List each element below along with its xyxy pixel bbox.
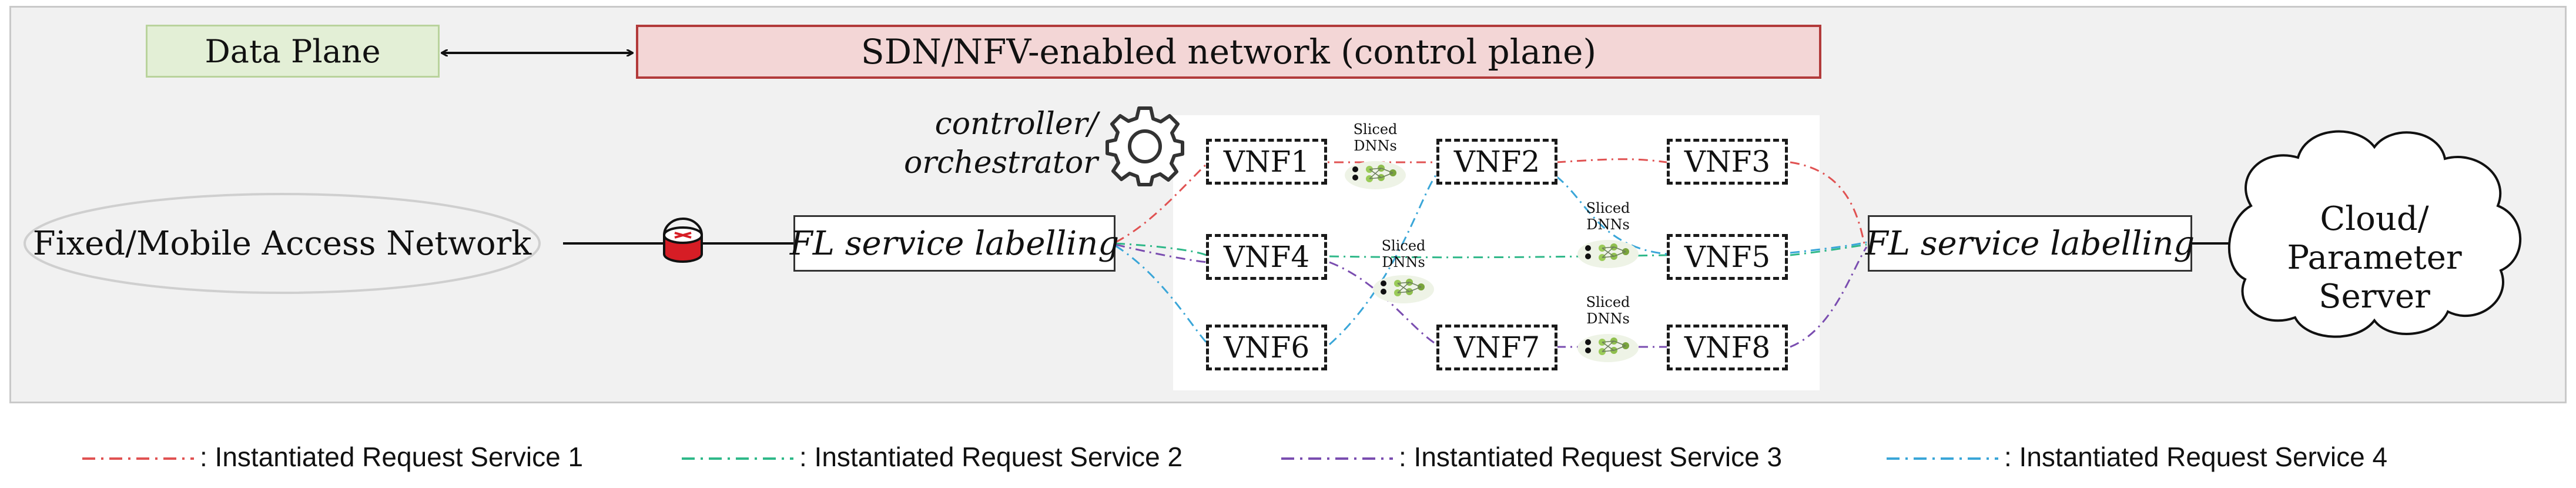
service-4-path bbox=[1115, 245, 1210, 346]
control-plane-label: SDN/NFV-enabled network (control plane) bbox=[860, 32, 1597, 72]
vnf-box-5: VNF5 bbox=[1667, 234, 1788, 280]
fl-labelling-left: FL service labelling bbox=[790, 215, 1119, 272]
service-2-path bbox=[1790, 243, 1867, 256]
sliced-dnn-line2: DNNs bbox=[1586, 310, 1630, 327]
router-icon bbox=[663, 218, 703, 263]
controller-label-line1: controller/ bbox=[934, 106, 1098, 142]
sliced-dnn-line2: DNNs bbox=[1586, 216, 1630, 233]
service-2-path bbox=[1115, 242, 1210, 258]
access-network-ellipse bbox=[24, 193, 541, 294]
fl-labelling-right: FL service labelling bbox=[1865, 215, 2195, 272]
sliced-dnn-label: Sliced DNNs bbox=[1340, 121, 1411, 154]
service-3-path bbox=[1115, 243, 1209, 263]
service-4-path bbox=[1328, 171, 1440, 346]
legend-item-service-3: : Instantiated Request Service 3 bbox=[1399, 441, 1782, 473]
sliced-dnn-line2: DNNs bbox=[1382, 254, 1425, 270]
sliced-dnn-label: Sliced DNNs bbox=[1368, 238, 1439, 270]
service-4-path bbox=[1790, 241, 1867, 254]
legend-label-service-2: : Instantiated Request Service 2 bbox=[799, 442, 1183, 472]
service-1-path bbox=[1556, 158, 1667, 163]
vnf-box-4: VNF4 bbox=[1206, 234, 1327, 280]
legend-item-service-4: : Instantiated Request Service 4 bbox=[2004, 441, 2387, 473]
vnf-box-2: VNF2 bbox=[1436, 139, 1557, 185]
vnf-box-3: VNF3 bbox=[1667, 139, 1788, 185]
neural-network-icon bbox=[1577, 240, 1639, 268]
sliced-dnn-line1: Sliced bbox=[1381, 238, 1426, 254]
neural-network-icon bbox=[1373, 275, 1434, 303]
controller-label-line2: orchestrator bbox=[903, 145, 1098, 181]
vnf-box-7: VNF7 bbox=[1436, 325, 1557, 370]
data-plane-box: Data Plane bbox=[146, 25, 440, 78]
legend-label-service-4: : Instantiated Request Service 4 bbox=[2004, 442, 2388, 472]
sliced-dnn-line1: Sliced bbox=[1586, 200, 1630, 216]
sliced-dnn-line1: Sliced bbox=[1353, 121, 1398, 138]
control-plane-box: SDN/NFV-enabled network (control plane) bbox=[636, 25, 1821, 79]
service-1-path bbox=[1115, 161, 1210, 243]
legend-item-service-2: : Instantiated Request Service 2 bbox=[799, 441, 1183, 473]
service-4-path bbox=[1556, 175, 1667, 255]
cloud-icon bbox=[2227, 130, 2522, 338]
service-paths bbox=[1115, 158, 1868, 348]
vnf-box-6: VNF6 bbox=[1206, 325, 1327, 370]
service-3-path bbox=[1790, 246, 1868, 348]
gear-icon bbox=[1106, 106, 1184, 186]
service-3-path bbox=[1329, 261, 1439, 347]
vnf-box-8: VNF8 bbox=[1667, 325, 1788, 370]
data-plane-label: Data Plane bbox=[205, 32, 381, 70]
controller-label: controller/ orchestrator bbox=[882, 105, 1098, 182]
sliced-dnn-line1: Sliced bbox=[1586, 294, 1630, 310]
cloud-label: Cloud/ Parameter Server bbox=[2233, 200, 2515, 316]
legend-label-service-3: : Instantiated Request Service 3 bbox=[1399, 442, 1783, 472]
neural-network-icon bbox=[1577, 334, 1639, 362]
sliced-dnn-label: Sliced DNNs bbox=[1573, 200, 1643, 233]
sliced-dnn-line2: DNNs bbox=[1354, 138, 1397, 154]
cloud-label-line1: Cloud/ bbox=[2320, 200, 2429, 238]
legend-item-service-1: : Instantiated Request Service 1 bbox=[200, 441, 583, 473]
sliced-dnn-label: Sliced DNNs bbox=[1573, 294, 1643, 327]
service-1-path bbox=[1790, 161, 1865, 244]
legend-label-service-1: : Instantiated Request Service 1 bbox=[200, 442, 584, 472]
neural-network-icon bbox=[1345, 161, 1406, 189]
vnf-box-1: VNF1 bbox=[1206, 139, 1327, 185]
cloud-label-line2: Parameter Server bbox=[2287, 239, 2462, 316]
service-2-path bbox=[1329, 254, 1667, 259]
access-network-label: Fixed/Mobile Access Network bbox=[32, 224, 532, 263]
